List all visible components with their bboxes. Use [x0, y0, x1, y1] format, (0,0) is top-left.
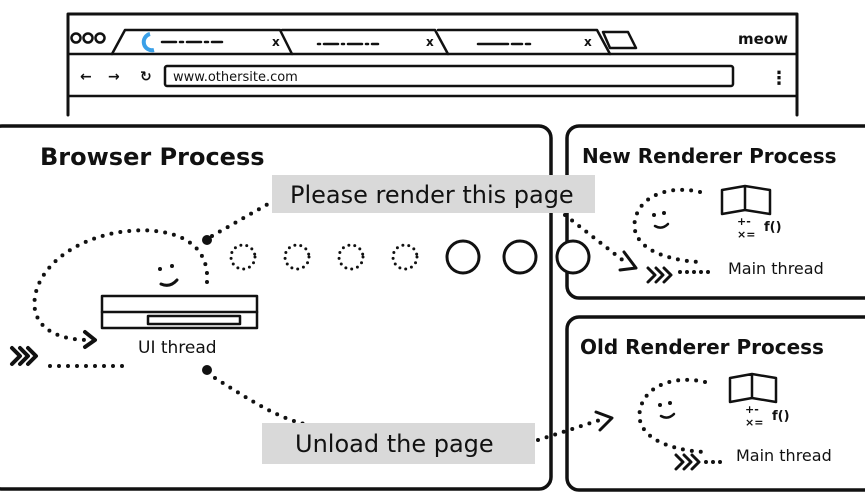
- ui-thread-label: UI thread: [138, 338, 217, 358]
- menu-icon[interactable]: ⋮: [770, 68, 788, 89]
- math-icon: +-: [745, 403, 759, 416]
- unload-request-label-bg: [262, 423, 535, 464]
- close-tab-icon[interactable]: x: [584, 35, 592, 49]
- message-queue: [229, 239, 591, 275]
- book-icon: [728, 372, 778, 404]
- tab[interactable]: [280, 28, 450, 56]
- render-request-label: Please render this page: [290, 181, 574, 209]
- new-tab-button[interactable]: [601, 30, 638, 50]
- window-controls-icon[interactable]: [70, 32, 106, 44]
- old-renderer-box: [565, 315, 865, 492]
- corner-label: meow: [738, 30, 788, 48]
- loading-spinner-icon: [141, 32, 155, 53]
- new-renderer-main-thread-character: +- ×= f(): [632, 184, 782, 284]
- close-tab-icon[interactable]: x: [426, 35, 434, 49]
- mini-browser-icon: [100, 294, 259, 330]
- function-icon: f(): [764, 220, 782, 235]
- math-icon: ×=: [745, 416, 763, 429]
- address-bar[interactable]: [163, 64, 735, 88]
- forward-icon[interactable]: →: [108, 69, 120, 85]
- reload-icon[interactable]: ↻: [140, 69, 152, 85]
- render-request-label-bg: [272, 175, 595, 213]
- function-icon: f(): [772, 409, 790, 424]
- tab-active[interactable]: [110, 28, 294, 56]
- math-icon: ×=: [737, 228, 755, 241]
- math-icon: +-: [737, 215, 751, 228]
- old-renderer-title: Old Renderer Process: [580, 335, 824, 359]
- back-icon[interactable]: ←: [80, 69, 92, 85]
- old-renderer-thread-label: Main thread: [736, 446, 832, 465]
- browser-process-title: Browser Process: [40, 143, 265, 171]
- browser-process-box: [0, 124, 553, 491]
- book-icon: [720, 184, 772, 216]
- unload-request-label: Unload the page: [295, 430, 494, 458]
- close-tab-icon[interactable]: x: [272, 35, 280, 49]
- browser-window: x x x meow ← → ↻ www.othersite.com ⋮: [66, 12, 799, 117]
- new-renderer-thread-label: Main thread: [728, 259, 824, 278]
- tab[interactable]: [436, 28, 612, 56]
- ui-thread-character: [10, 228, 259, 368]
- url-text[interactable]: www.othersite.com: [173, 70, 298, 85]
- new-renderer-title: New Renderer Process: [582, 144, 837, 168]
- old-renderer-main-thread-character: +- ×= f(): [637, 372, 790, 471]
